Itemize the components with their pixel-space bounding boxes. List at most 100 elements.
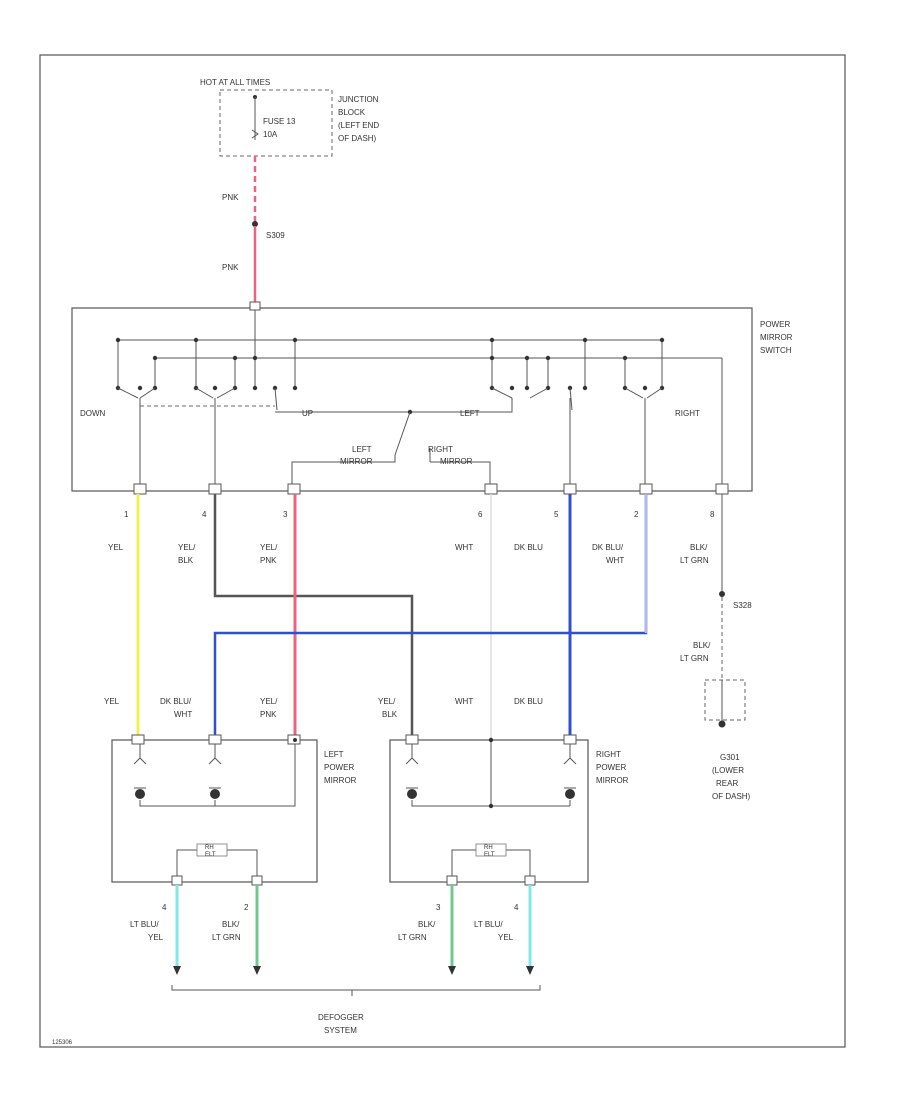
switch-left-label: LEFT [460, 409, 480, 418]
wire-color: PNK [260, 556, 277, 565]
junction-label-1: JUNCTION [338, 95, 379, 104]
junction-block-outline [219, 89, 333, 157]
figure-code: 125306 [52, 1040, 73, 1046]
defogger-label-1: DEFOGGER [318, 1013, 364, 1022]
switch-right-label: RIGHT [675, 409, 700, 418]
fuse-label-1: FUSE 13 [263, 117, 296, 126]
rm-wire-1b: BLK [382, 710, 398, 719]
switch-down-label: DOWN [80, 409, 106, 418]
ground-label-3: REAR [716, 779, 738, 788]
left-mirror-title-3: MIRROR [324, 776, 357, 785]
right-mirror-select-label-1: RIGHT [428, 445, 453, 454]
rm-def2b: YEL [498, 933, 514, 942]
hot-at-all-times-label: HOT AT ALL TIMES [200, 78, 270, 87]
switch-contacts [115, 337, 665, 391]
right-mirror-select-label-2: MIRROR [440, 457, 473, 466]
rm-heater-label-2: ELT [484, 852, 495, 858]
fuse-symbol [251, 129, 259, 139]
switch-title-1: POWER [760, 320, 790, 329]
wires [136, 494, 648, 740]
switch-up-label: UP [302, 409, 313, 418]
switch-levers [117, 387, 663, 411]
switch-title-3: SWITCH [760, 346, 792, 355]
rm-motor-icon [407, 789, 417, 799]
defogger-system: DEFOGGER SYSTEM [171, 985, 541, 1035]
power-mirror-switch: POWER MIRROR SWITCH [71, 301, 793, 492]
lm-motor-icon [135, 789, 145, 799]
wire-yel-blk [213, 494, 414, 740]
right-mirror-box [389, 739, 589, 883]
feed-splice-label: S309 [266, 231, 285, 240]
left-mirror-internal [139, 744, 296, 807]
switch-contact-drops [117, 340, 663, 386]
wire-color: LT GRN [680, 556, 709, 565]
rm-heater-label: RH [484, 845, 493, 851]
lm-pin-b: 2 [244, 903, 249, 912]
rm-defog-terminals [448, 966, 534, 975]
wire-color: WHT [455, 543, 473, 552]
rm-pin-b: 4 [514, 903, 519, 912]
right-mirror-internal [411, 740, 571, 807]
ground-symbol [718, 720, 726, 728]
left-mirror-select-line [291, 455, 396, 488]
ground-splice-label: S328 [733, 601, 752, 610]
fuse-label-2: 10A [263, 130, 278, 139]
feed-wire-color-1: PNK [222, 193, 239, 202]
pin-number: 6 [478, 510, 483, 519]
wire-color: DK BLU/ [592, 543, 624, 552]
defogger-bracket [171, 985, 541, 991]
right-power-mirror: YEL/ BLK WHT DK BLU RIGHT POWER MIRROR R… [378, 697, 629, 975]
switch-box [71, 307, 753, 492]
switch-pin-drops [139, 398, 646, 488]
pin-number: 2 [634, 510, 639, 519]
junction-label-3: (LEFT END [338, 121, 379, 130]
switch-title-2: MIRROR [760, 333, 793, 342]
switch-common-line [275, 398, 513, 413]
ground-branch: S328 BLK/ LT GRN G301 (LOWER REAR OF DAS… [680, 494, 752, 801]
right-mirror-select-line [430, 461, 491, 488]
lm-wire-2a: DK BLU/ [160, 697, 192, 706]
left-power-mirror: YEL DK BLU/ WHT YEL/ PNK LEFT POWER MIRR… [104, 697, 357, 975]
right-mirror-title-2: POWER [596, 763, 626, 772]
mirror-select-lever [394, 411, 411, 456]
pin-number: 5 [554, 510, 559, 519]
defogger-label-2: SYSTEM [324, 1026, 357, 1035]
rm-wire-3a: DK BLU [514, 697, 543, 706]
rm-motor-icon [565, 789, 575, 799]
feed-splice-node [252, 221, 258, 227]
ground-label-4: OF DASH) [712, 792, 751, 801]
left-mirror-title-2: POWER [324, 763, 354, 772]
switch-pin-terminals [133, 483, 729, 495]
left-mirror-title-1: LEFT [324, 750, 344, 759]
lm-def1a: LT BLU/ [130, 920, 159, 929]
rm-def1b: LT GRN [398, 933, 427, 942]
rm-pin-a: 3 [436, 903, 441, 912]
left-mirror-select-label-2: MIRROR [340, 457, 373, 466]
ground-wire-color-2: LT GRN [680, 654, 709, 663]
lm-heater-label: RH [205, 845, 214, 851]
lm-defog-terminals [173, 966, 261, 975]
pin-number: 8 [710, 510, 715, 519]
ground-connector-outline [704, 679, 746, 721]
wire-color: BLK/ [690, 543, 708, 552]
right-mirror-title-3: MIRROR [596, 776, 629, 785]
ground-wire-color-1: BLK/ [693, 641, 711, 650]
lm-def2b: LT GRN [212, 933, 241, 942]
pin-number: 4 [202, 510, 207, 519]
wire-color: WHT [606, 556, 624, 565]
left-mirror-select-label-1: LEFT [352, 445, 372, 454]
right-mirror-title-1: RIGHT [596, 750, 621, 759]
lm-motor-icon [210, 789, 220, 799]
lm-heater-label-2: ELT [205, 852, 216, 858]
wire-color: YEL/ [260, 543, 278, 552]
lm-def2a: BLK/ [222, 920, 240, 929]
left-mirror-arrows [133, 757, 222, 765]
junction-label-4: OF DASH) [338, 134, 377, 143]
wire-color: BLK [178, 556, 194, 565]
rm-def1a: BLK/ [418, 920, 436, 929]
lm-wire-1a: YEL [104, 697, 120, 706]
wire-color: DK BLU [514, 543, 543, 552]
ground-label-1: G301 [720, 753, 740, 762]
junction-label-2: BLOCK [338, 108, 366, 117]
